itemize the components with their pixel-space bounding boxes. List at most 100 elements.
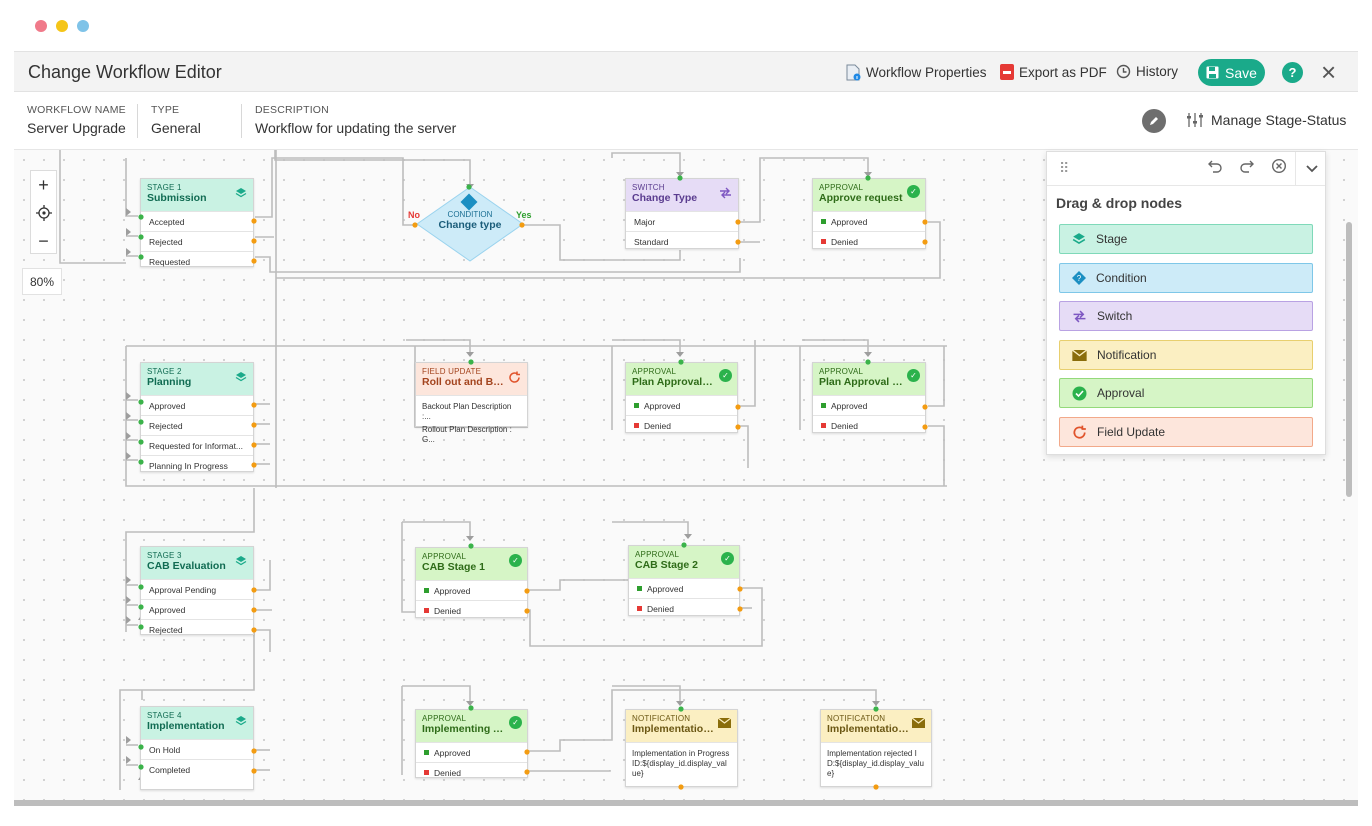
envelope-icon — [1072, 349, 1087, 361]
workflow-description-label: DESCRIPTION — [255, 104, 329, 116]
save-button[interactable]: Save — [1198, 59, 1265, 86]
node-header: APPROVAL Implementing Ap... ✓ — [416, 710, 527, 742]
node-title: Implementation i... — [632, 723, 725, 735]
workflow-properties-label: Workflow Properties — [866, 65, 987, 80]
node-header: APPROVAL Approve request ✓ — [813, 179, 925, 211]
palette-toolbar: ⠿ — [1047, 152, 1325, 186]
node-implementing-approval[interactable]: APPROVAL Implementing Ap... ✓ Approved D… — [415, 709, 528, 778]
node-stage-1[interactable]: STAGE 1 Submission Accepted Rejected Req… — [140, 178, 254, 267]
workflow-name-label: WORKFLOW NAME — [27, 104, 126, 116]
node-title: Roll out and Back... — [422, 376, 520, 388]
node-cab-stage-2[interactable]: APPROVAL CAB Stage 2 ✓ Approved Denied — [628, 545, 740, 616]
recenter-button[interactable] — [31, 199, 56, 227]
workflow-type-value: General — [151, 120, 201, 136]
clear-circle-icon[interactable] — [1271, 158, 1287, 174]
check-circle-icon: ✓ — [719, 369, 732, 382]
node-title: CAB Stage 1 — [422, 561, 486, 573]
check-circle-icon: ✓ — [509, 716, 522, 729]
node-field-update[interactable]: FIELD UPDATE Roll out and Back... Backou… — [415, 362, 528, 444]
undo-icon[interactable] — [1207, 158, 1223, 174]
zoom-in-button[interactable]: + — [38, 174, 49, 195]
palette-item-field-update[interactable]: Field Update — [1059, 417, 1313, 447]
layers-icon — [235, 372, 247, 382]
node-kind: STAGE 1 — [147, 183, 182, 192]
node-approve-request[interactable]: APPROVAL Approve request ✓ Approved Deni… — [812, 178, 926, 249]
help-button[interactable]: ? — [1282, 62, 1303, 83]
node-kind: APPROVAL — [422, 714, 467, 723]
notification-body: Implementation in Progress ID:${display_… — [626, 742, 737, 785]
palette-item-approval[interactable]: Approval — [1059, 378, 1313, 408]
condition-diamond-icon: ? — [1072, 271, 1086, 285]
drag-handle-icon[interactable]: ⠿ — [1059, 160, 1069, 176]
field-update-line: Rollout Plan Description : G... — [422, 425, 512, 444]
node-header: APPROVAL CAB Stage 1 ✓ — [416, 548, 527, 580]
node-kind: APPROVAL — [632, 367, 677, 376]
workflow-properties-button[interactable]: Workflow Properties — [846, 64, 987, 81]
field-update-body: Backout Plan Description :... Rollout Pl… — [416, 395, 527, 451]
palette-item-condition[interactable]: ? Condition — [1059, 263, 1313, 293]
node-header: SWITCH Change Type — [626, 179, 738, 211]
layers-icon — [235, 556, 247, 566]
node-plan-approval-lvl2[interactable]: APPROVAL Plan Approval LVL 2 ✓ Approved … — [812, 362, 926, 433]
save-label: Save — [1225, 64, 1257, 81]
row-label: Denied — [434, 605, 461, 616]
workflow-name-field: WORKFLOW NAME Server Upgrade — [14, 104, 126, 136]
palette-item-label: Field Update — [1097, 425, 1166, 439]
check-circle-icon: ✓ — [721, 552, 734, 565]
palette-item-label: Approval — [1097, 386, 1145, 400]
palette-item-switch[interactable]: Switch — [1059, 301, 1313, 331]
denied-row: Denied — [629, 598, 739, 618]
pdf-icon — [1000, 64, 1014, 80]
approved-row: Approved — [416, 580, 527, 600]
approved-row: Approved — [416, 742, 527, 762]
node-title: Planning — [147, 376, 192, 388]
node-header: STAGE 2 Planning — [141, 363, 253, 395]
manage-stage-status-button[interactable]: Manage Stage-Status — [1186, 112, 1346, 128]
node-stage-3[interactable]: STAGE 3 CAB Evaluation Approval Pending … — [140, 546, 254, 635]
horizontal-scrollbar[interactable] — [14, 800, 1358, 806]
node-title: Submission — [147, 192, 207, 204]
window-minimize-dot[interactable] — [56, 20, 68, 32]
status-row: Approved — [141, 599, 253, 619]
workflow-type-field: TYPE General — [137, 104, 201, 138]
node-stage-2[interactable]: STAGE 2 Planning Approved Rejected Reque… — [140, 362, 254, 472]
vertical-scrollbar[interactable] — [1346, 222, 1352, 497]
node-switch[interactable]: SWITCH Change Type Major Standard — [625, 178, 739, 249]
node-kind: NOTIFICATION — [827, 714, 886, 723]
node-cab-stage-1[interactable]: APPROVAL CAB Stage 1 ✓ Approved Denied — [415, 547, 528, 618]
palette-item-notification[interactable]: Notification — [1059, 340, 1313, 370]
row-label: Denied — [434, 767, 461, 778]
window-maximize-dot[interactable] — [77, 20, 89, 32]
row-label: Denied — [647, 603, 674, 614]
node-title: Implementation — [147, 720, 225, 732]
window-close-dot[interactable] — [35, 20, 47, 32]
node-stage-4[interactable]: STAGE 4 Implementation On Hold Completed — [140, 706, 254, 790]
switch-case-row: Standard — [626, 231, 738, 251]
close-icon[interactable]: × — [1321, 57, 1337, 87]
status-row: Requested for Informat... — [141, 435, 253, 455]
help-icon: ? — [1288, 65, 1297, 80]
node-condition[interactable]: CONDITION Change type — [416, 186, 524, 262]
export-pdf-button[interactable]: Export as PDF — [1000, 64, 1107, 80]
node-title: Implementation R... — [827, 723, 924, 735]
approved-row: Approved — [813, 211, 925, 231]
node-notification-1[interactable]: NOTIFICATION Implementation i... Impleme… — [625, 709, 738, 787]
chevron-down-icon[interactable] — [1295, 152, 1327, 186]
history-label: History — [1136, 64, 1179, 79]
zoom-out-button[interactable]: − — [38, 230, 49, 251]
notification-body: Implementation rejected ID:${display_id.… — [821, 742, 931, 785]
edit-pencil-icon[interactable] — [1142, 109, 1166, 133]
denied-row: Denied — [416, 600, 527, 620]
switch-case-row: Major — [626, 211, 738, 231]
node-notification-2[interactable]: NOTIFICATION Implementation R... Impleme… — [820, 709, 932, 787]
node-title: Approve request — [819, 192, 903, 204]
node-plan-approval-lvl1[interactable]: APPROVAL Plan Approval LVL 1 ✓ Approved … — [625, 362, 738, 433]
palette-item-stage[interactable]: Stage — [1059, 224, 1313, 254]
node-kind: STAGE 4 — [147, 711, 182, 720]
node-header: STAGE 3 CAB Evaluation — [141, 547, 253, 579]
switch-arrows-icon — [720, 187, 731, 199]
field-update-line: Backout Plan Description :... — [422, 402, 512, 421]
history-button[interactable]: History — [1116, 64, 1178, 79]
switch-arrows-icon — [1073, 310, 1086, 322]
redo-icon[interactable] — [1239, 158, 1255, 174]
